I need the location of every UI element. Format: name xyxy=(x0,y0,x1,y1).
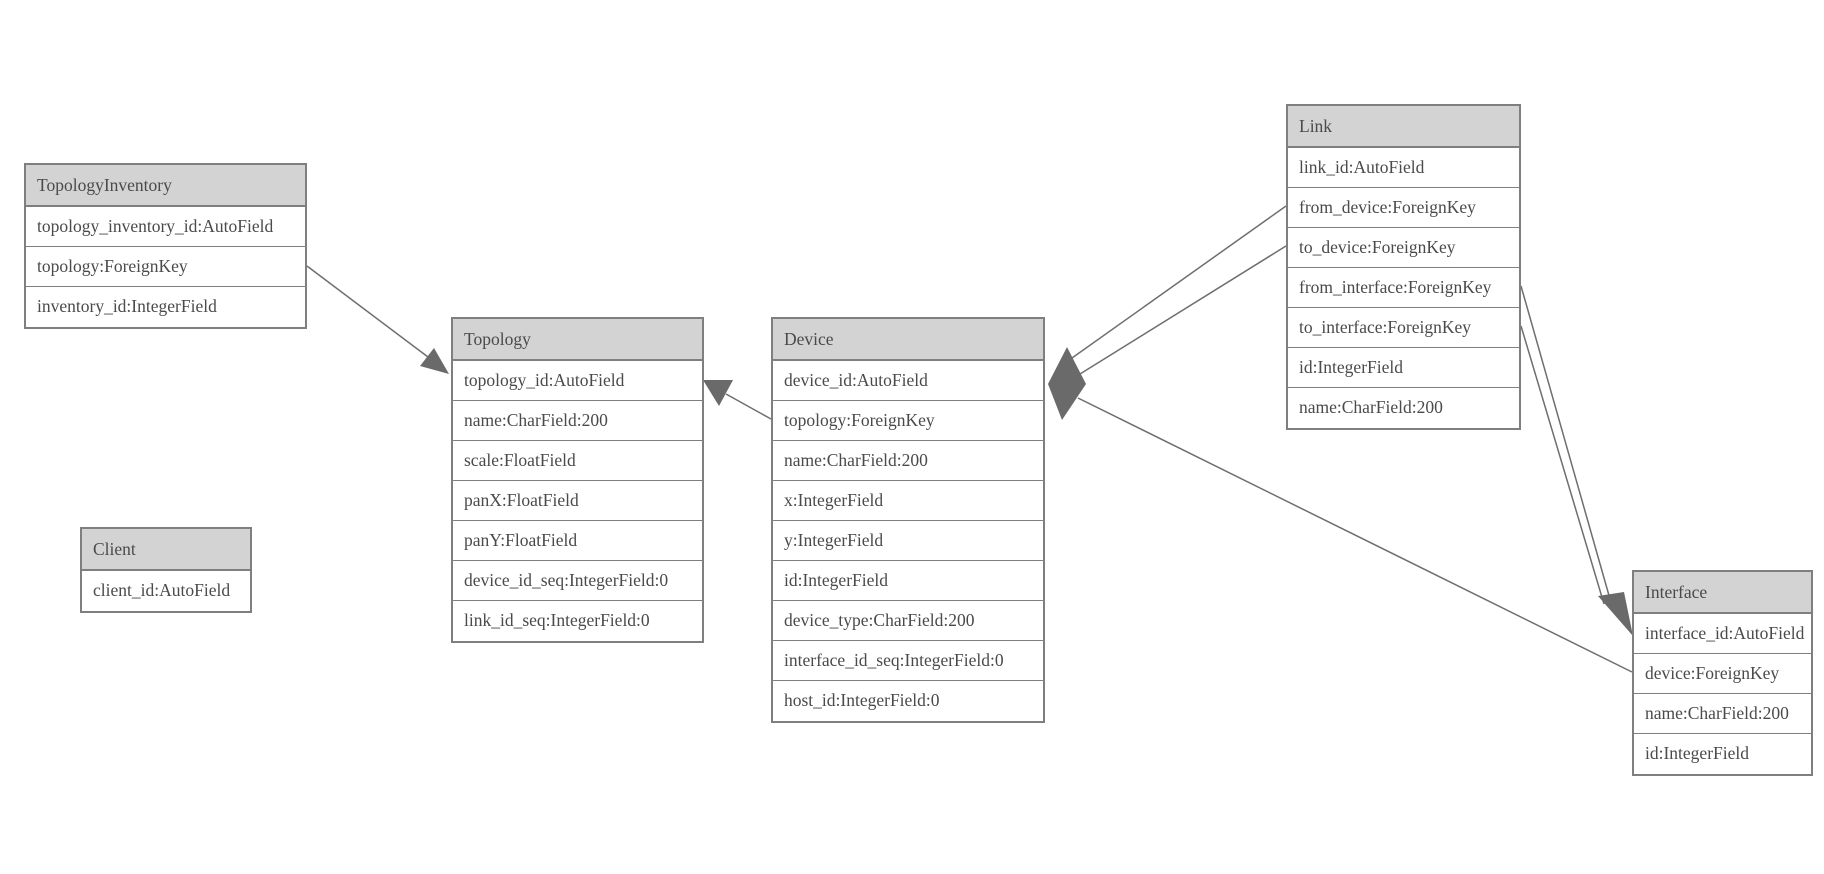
model-table-client[interactable]: Client client_id:AutoField xyxy=(80,527,252,613)
relation-device-arrowhead-cluster xyxy=(1048,347,1086,420)
table-field: topology_id:AutoField xyxy=(453,361,702,401)
table-field: device_type:CharField:200 xyxy=(773,601,1043,641)
table-field: to_device:ForeignKey xyxy=(1288,228,1519,268)
relation-device-topology-line xyxy=(725,393,772,420)
table-field: inventory_id:IntegerField xyxy=(37,296,217,316)
table-field: id:IntegerField xyxy=(773,561,1043,601)
table-field: to_interface:ForeignKey xyxy=(1288,308,1519,348)
table-field: interface_id_seq:IntegerField:0 xyxy=(773,641,1043,681)
table-field: panX:FloatField xyxy=(453,481,702,521)
table-field: name:CharField:200 xyxy=(1299,397,1443,417)
relation-interface-device-line xyxy=(1077,397,1633,673)
table-field: from_device:ForeignKey xyxy=(1288,188,1519,228)
relation-topologyinventory-topology-line xyxy=(306,265,433,361)
table-field: device:ForeignKey xyxy=(1634,654,1811,694)
relation-device-topology-arrowhead xyxy=(703,380,733,406)
table-field: link_id:AutoField xyxy=(1288,148,1519,188)
table-field: topology:ForeignKey xyxy=(26,247,305,287)
table-field: id:IntegerField xyxy=(1288,348,1519,388)
table-title: Interface xyxy=(1634,572,1811,614)
relation-interface-arrowhead xyxy=(1598,592,1633,636)
table-field: panY:FloatField xyxy=(453,521,702,561)
table-field: link_id_seq:IntegerField:0 xyxy=(464,610,650,630)
table-title: TopologyInventory xyxy=(26,165,305,207)
table-field: id:IntegerField xyxy=(1645,743,1750,763)
relation-link-to-interface-line xyxy=(1520,325,1605,605)
table-field: interface_id:AutoField xyxy=(1634,614,1811,654)
table-field: device_id_seq:IntegerField:0 xyxy=(453,561,702,601)
table-title: Topology xyxy=(453,319,702,361)
table-field: topology_inventory_id:AutoField xyxy=(26,207,305,247)
relation-link-to-device-line xyxy=(1079,245,1287,375)
model-table-topology[interactable]: Topology topology_id:AutoField name:Char… xyxy=(451,317,704,643)
table-field: x:IntegerField xyxy=(773,481,1043,521)
table-field: client_id:AutoField xyxy=(93,580,231,600)
table-title: Client xyxy=(82,529,250,571)
table-title: Link xyxy=(1288,106,1519,148)
model-table-link[interactable]: Link link_id:AutoField from_device:Forei… xyxy=(1286,104,1521,430)
table-field: y:IntegerField xyxy=(773,521,1043,561)
table-field: from_interface:ForeignKey xyxy=(1288,268,1519,308)
table-field: topology:ForeignKey xyxy=(773,401,1043,441)
relation-link-from-interface-line xyxy=(1520,285,1611,600)
model-table-device[interactable]: Device device_id:AutoField topology:Fore… xyxy=(771,317,1045,723)
table-field: name:CharField:200 xyxy=(1634,694,1811,734)
relation-link-from-device-line xyxy=(1071,205,1287,359)
table-field: scale:FloatField xyxy=(453,441,702,481)
table-title: Device xyxy=(773,319,1043,361)
table-field: host_id:IntegerField:0 xyxy=(784,690,940,710)
model-table-topologyinventory[interactable]: TopologyInventory topology_inventory_id:… xyxy=(24,163,307,329)
table-field: name:CharField:200 xyxy=(453,401,702,441)
relation-topologyinventory-topology-arrowhead xyxy=(420,348,449,374)
table-field: device_id:AutoField xyxy=(773,361,1043,401)
model-table-interface[interactable]: Interface interface_id:AutoField device:… xyxy=(1632,570,1813,776)
table-field: name:CharField:200 xyxy=(773,441,1043,481)
